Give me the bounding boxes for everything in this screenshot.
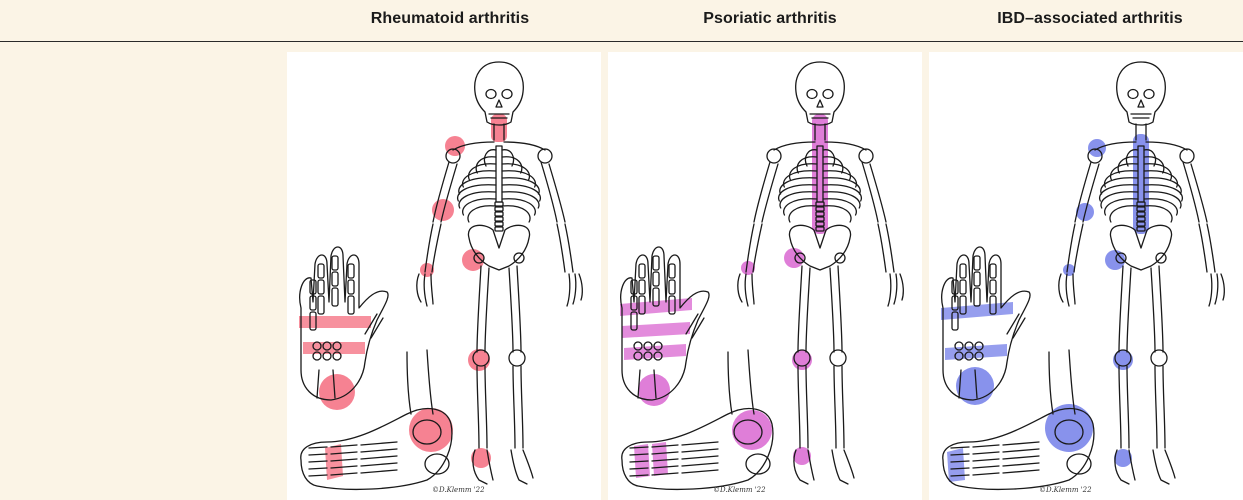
skeleton-illustration [929, 52, 1243, 500]
illustration-credit: ©D.Klemm '22 [432, 486, 485, 494]
heading-ibd-arthritis: IBD–associated arthritis [930, 10, 1243, 28]
panel-ibd-arthritis: ©D.Klemm '22 [929, 52, 1243, 500]
wrist-joint-highlight [741, 261, 755, 275]
heading-psoriatic-arthritis: Psoriatic arthritis [610, 10, 930, 28]
illustration-credit: ©D.Klemm '22 [1039, 486, 1092, 494]
shoulder-joint-highlight [1088, 139, 1106, 157]
illustration-credit: ©D.Klemm '22 [713, 486, 766, 494]
heading-rheumatoid-arthritis: Rheumatoid arthritis [290, 10, 610, 28]
foot-mtp-highlight [947, 448, 965, 482]
foot-skeleton [301, 350, 452, 489]
skeleton-illustration [287, 52, 601, 500]
foot-skeleton [622, 350, 773, 489]
panel-rheumatoid-arthritis: ©D.Klemm '22 [287, 52, 601, 500]
skeleton-illustration [608, 52, 922, 500]
empty-left-column [0, 43, 284, 500]
column-header-row: Rheumatoid arthritis Psoriatic arthritis… [0, 0, 1243, 40]
spine-highlight [1133, 134, 1149, 234]
panel-psoriatic-arthritis: ©D.Klemm '22 [608, 52, 922, 500]
